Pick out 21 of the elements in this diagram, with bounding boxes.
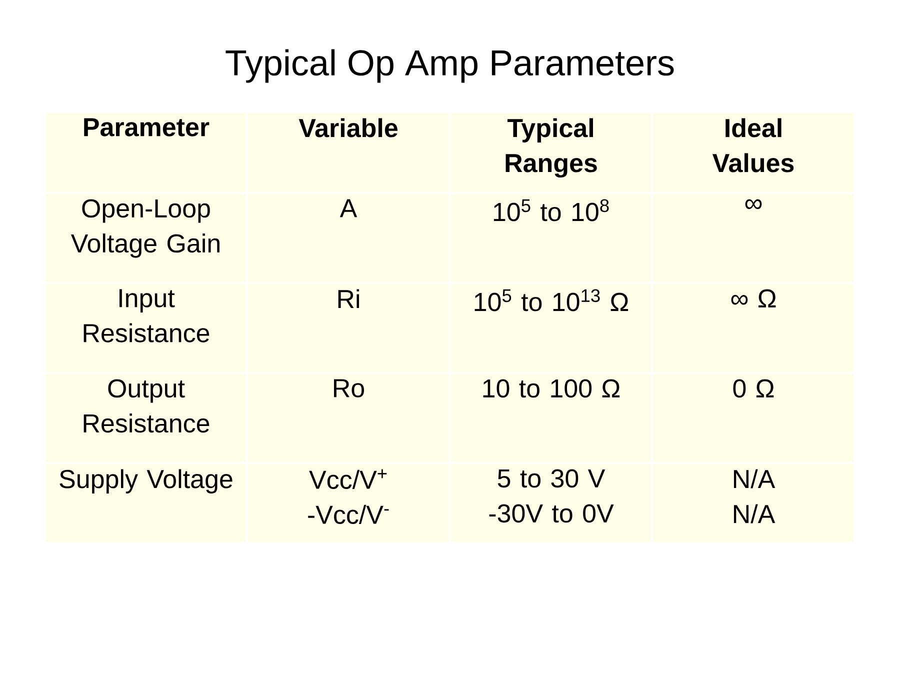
table-text: 10 to 100 Ω	[483, 379, 620, 398]
table-text: 10$^{5}$ to 10$^{13}$ Ω	[474, 289, 628, 312]
table-text: 10$^{5}$ to 10$^{8}$	[494, 199, 609, 222]
table-text: Vcc/V$^{+}$ -Vcc/V$^{-}$	[308, 469, 389, 524]
table-text: Output Resistance	[84, 379, 210, 433]
table-text: 0 Ω	[733, 379, 774, 398]
table-text: ∞ Ω	[731, 289, 776, 308]
column-header: Typical Ranges	[506, 118, 597, 178]
title: Typical Op Amp Parameters	[226, 49, 674, 83]
table-text: ∞	[745, 199, 762, 210]
column-header: Variable	[298, 118, 398, 138]
table-text: 5 to 30 V -30V to 0V	[489, 469, 614, 523]
table-text: Open-Loop Voltage Gain	[70, 199, 220, 258]
table-text: Ri	[338, 289, 360, 308]
table-text: Ro	[334, 379, 364, 398]
table-text: A	[340, 199, 358, 218]
table-text: Supply Voltage	[60, 469, 232, 494]
table-text: Input Resistance	[84, 289, 210, 342]
table-text: N/A N/A	[734, 469, 776, 524]
column-header: Parameter	[84, 118, 210, 136]
column-header: Ideal Values	[712, 118, 794, 172]
